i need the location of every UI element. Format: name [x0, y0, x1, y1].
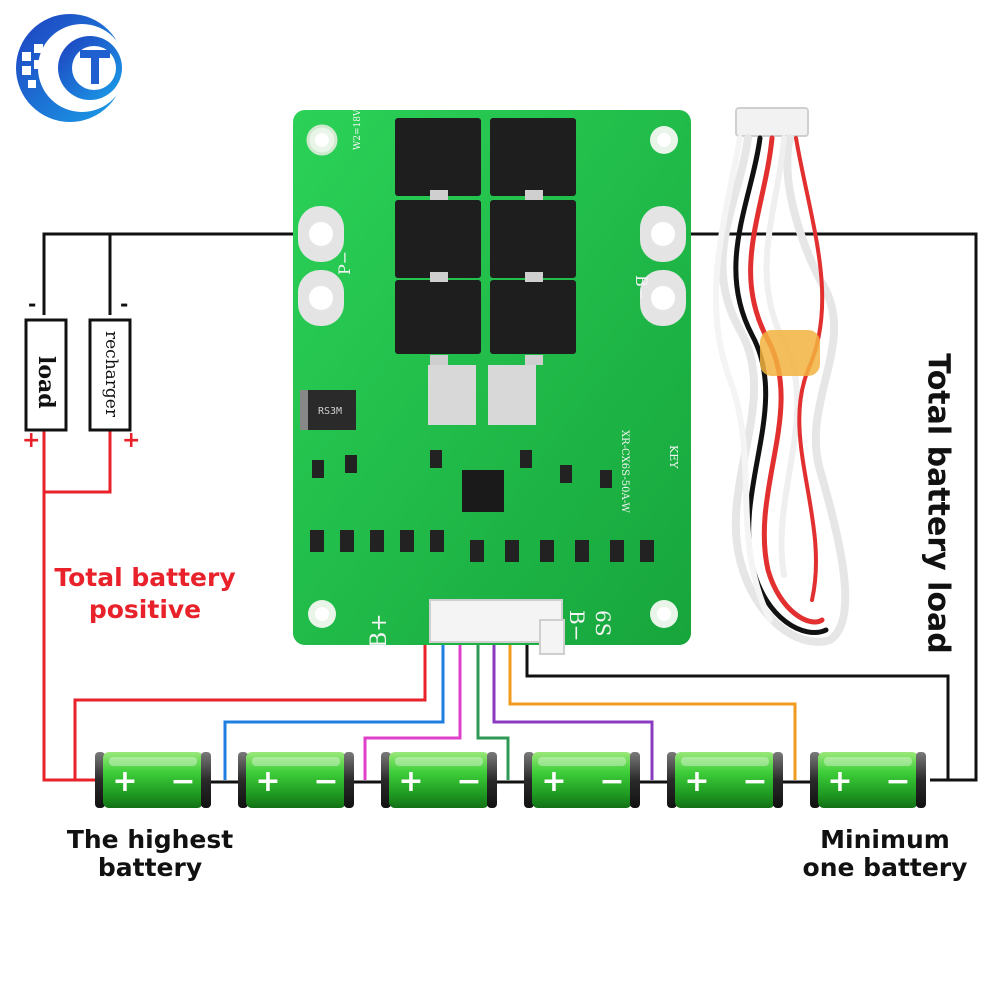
- battery-plus-sign: +: [684, 764, 709, 799]
- brand-logo-icon: [16, 14, 126, 122]
- battery-cell: +−: [810, 752, 926, 808]
- pcb-label-key: KEY: [667, 445, 680, 469]
- battery-cap-right: [487, 752, 497, 808]
- bms-pcb: P− B− B+ B− 6S XR-CX6S-50A-W KEY RS3M W2…: [293, 109, 691, 655]
- wire-balance-b6: [73, 642, 427, 780]
- battery-cap-left: [667, 752, 677, 808]
- battery-cap-left: [381, 752, 391, 808]
- battery-cap-left: [238, 752, 248, 808]
- pcb-label-diode: RS3M: [318, 406, 342, 417]
- minimum-battery-label: Minimum one battery: [790, 826, 980, 882]
- mounting-holes: [306, 124, 678, 628]
- pcb-label-b-plus: B+: [367, 613, 392, 648]
- battery-plus-sign: +: [398, 764, 423, 799]
- minimum-battery-line-2: one battery: [802, 853, 968, 882]
- battery-body: [818, 752, 918, 808]
- smd-components: [310, 450, 654, 562]
- recharger-minus-sign: -: [120, 292, 129, 316]
- highest-battery-line-1: The highest: [66, 825, 234, 854]
- pcb-label-w: W2=18V: [353, 109, 363, 150]
- battery-highlight: [681, 757, 769, 766]
- total-battery-positive-line-1: Total battery: [54, 563, 236, 592]
- total-battery-positive-label: Total battery positive: [40, 562, 250, 626]
- wire-balance-b1: [508, 642, 797, 780]
- load-label: load: [33, 356, 59, 409]
- battery-plus-sign: +: [827, 764, 852, 799]
- wire-p-minus: [42, 232, 330, 315]
- power-pads: [298, 206, 686, 326]
- battery-highlight: [252, 757, 340, 766]
- wiring: [42, 232, 978, 782]
- pcb-label-b-minus-bottom: B−: [565, 610, 589, 641]
- battery-row: +−+−+−+−+−+−: [95, 752, 926, 808]
- battery-plus-sign: +: [112, 764, 137, 799]
- highest-battery-label: The highest battery: [55, 826, 245, 882]
- load-box: [24, 318, 68, 432]
- battery-cell: +−: [238, 752, 354, 808]
- recharger-plus-sign: +: [122, 428, 141, 453]
- highest-battery-line-2: battery: [97, 853, 203, 882]
- battery-cap-left: [810, 752, 820, 808]
- balance-connector: [429, 599, 565, 655]
- battery-cell: +−: [524, 752, 640, 808]
- battery-highlight: [109, 757, 197, 766]
- shunt-resistors: [428, 365, 536, 425]
- battery-cap-right: [344, 752, 354, 808]
- battery-body: [389, 752, 489, 808]
- battery-cap-right: [201, 752, 211, 808]
- battery-plus-sign: +: [255, 764, 280, 799]
- diode: [300, 390, 356, 430]
- battery-minus-sign: −: [170, 764, 195, 799]
- battery-minus-sign: −: [313, 764, 338, 799]
- wire-total-positive: [42, 430, 95, 782]
- total-battery-load-label: Total battery load: [920, 353, 956, 654]
- battery-cap-right: [773, 752, 783, 808]
- load-minus-sign: -: [28, 292, 37, 316]
- pcb-label-b-minus-side: B−: [632, 275, 651, 300]
- battery-minus-sign: −: [742, 764, 767, 799]
- wire-balance-b2: [492, 642, 654, 780]
- connector-harness-icon: [713, 107, 850, 646]
- control-ic: [462, 470, 504, 512]
- battery-body: [246, 752, 346, 808]
- wire-balance-b0: [525, 642, 950, 780]
- recharger-box: [88, 318, 132, 432]
- battery-body: [103, 752, 203, 808]
- battery-cap-right: [916, 752, 926, 808]
- pcb-label-cells: 6S: [591, 610, 615, 636]
- mosfet-array: [395, 118, 576, 354]
- battery-body: [532, 752, 632, 808]
- battery-highlight: [538, 757, 626, 766]
- battery-cell: +−: [381, 752, 497, 808]
- battery-minus-sign: −: [599, 764, 624, 799]
- mosfet-tabs: [430, 190, 543, 365]
- battery-cap-left: [524, 752, 534, 808]
- battery-minus-sign: −: [456, 764, 481, 799]
- battery-plus-sign: +: [541, 764, 566, 799]
- recharger-label: recharger: [101, 331, 121, 417]
- battery-minus-sign: −: [885, 764, 910, 799]
- pcb-label-p-minus: P−: [335, 251, 354, 275]
- wire-recharger-plus: [44, 430, 112, 494]
- load-plus-sign: +: [22, 428, 41, 453]
- total-battery-positive-line-2: positive: [88, 595, 202, 624]
- pcb-label-model: XR-CX6S-50A-W: [619, 430, 630, 514]
- battery-cap-right: [630, 752, 640, 808]
- battery-body: [675, 752, 775, 808]
- wire-balance-b4: [363, 642, 462, 780]
- battery-cap-left: [95, 752, 105, 808]
- battery-highlight: [395, 757, 483, 766]
- wire-balance-b3: [476, 642, 510, 780]
- wire-balance-b5: [223, 642, 445, 780]
- battery-cell: +−: [667, 752, 783, 808]
- battery-cell: +−: [95, 752, 211, 808]
- minimum-battery-line-1: Minimum: [820, 825, 950, 854]
- battery-highlight: [824, 757, 912, 766]
